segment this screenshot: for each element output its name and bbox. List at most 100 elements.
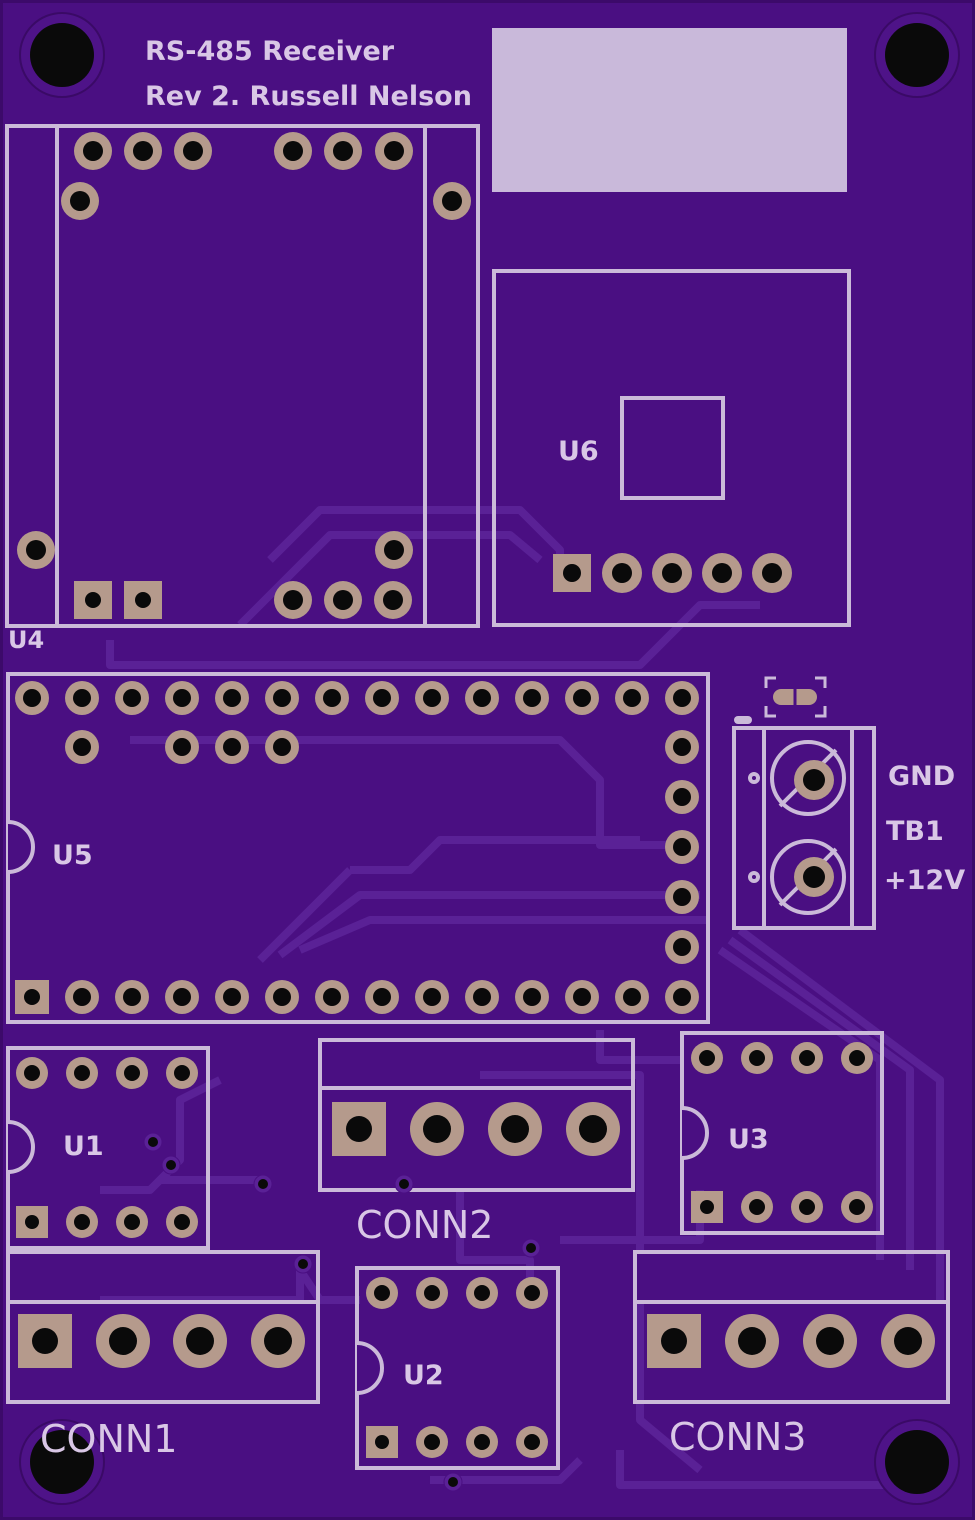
conn2-pad-square: [332, 1102, 386, 1156]
conn3-pad-square: [647, 1314, 701, 1368]
u3-label: U3: [728, 1124, 769, 1155]
u4-pad: [61, 182, 99, 220]
u5-pad: [415, 980, 449, 1014]
tb1-gnd-label: GND: [888, 761, 955, 792]
u5-pad: [215, 980, 249, 1014]
u5-pad: [665, 780, 699, 814]
u5-notch: [7, 820, 35, 874]
u5-pad: [465, 980, 499, 1014]
tb1-footprint: [732, 726, 876, 930]
u5-pad: [265, 980, 299, 1014]
tb1-label: TB1: [886, 816, 944, 847]
u5-pad: [65, 681, 99, 715]
u5-pad: [165, 730, 199, 764]
u4-pad: [433, 182, 471, 220]
u3-notch: [681, 1106, 709, 1160]
u2-pad: [366, 1277, 398, 1309]
capacitor-footprint: [764, 676, 827, 718]
u5-pad: [15, 681, 49, 715]
u5-pad: [265, 730, 299, 764]
pads: [15, 132, 935, 1458]
silkscreen-label-area: [492, 28, 847, 192]
u5-pad: [665, 830, 699, 864]
u1-pad: [116, 1206, 148, 1238]
vias: [143, 1132, 541, 1492]
u6-pad: [702, 553, 742, 593]
u1-pad: [166, 1206, 198, 1238]
u2-label: U2: [403, 1360, 444, 1391]
u5-pad: [165, 980, 199, 1014]
u5-pad: [665, 681, 699, 715]
u4-pad-square: [124, 581, 162, 619]
u4-pad: [17, 531, 55, 569]
u5-pad: [315, 980, 349, 1014]
tb1-pad: [794, 760, 834, 800]
u5-pad: [565, 980, 599, 1014]
u5-pad: [615, 681, 649, 715]
conn2-pad: [488, 1102, 542, 1156]
u6-pad: [602, 553, 642, 593]
conn3-pad: [803, 1314, 857, 1368]
u5-pad: [215, 681, 249, 715]
mounting-holes: [19, 12, 960, 1505]
u2-pad-square: [366, 1426, 398, 1458]
conn1-pad-square: [18, 1314, 72, 1368]
u5-pad: [615, 980, 649, 1014]
u5-pad: [415, 681, 449, 715]
u5-pad: [365, 681, 399, 715]
u6-pad: [752, 553, 792, 593]
u5-pad: [665, 930, 699, 964]
u5-pad: [515, 980, 549, 1014]
u5-pad-square: [15, 980, 49, 1014]
u3-pad-square: [691, 1191, 723, 1223]
u5-pad: [215, 730, 249, 764]
u5-pad: [65, 730, 99, 764]
u1-pad: [66, 1206, 98, 1238]
u2-pad: [466, 1426, 498, 1458]
u1-pad: [166, 1057, 198, 1089]
conn2-pad: [410, 1102, 464, 1156]
u2-notch: [356, 1341, 384, 1395]
board-revision: Rev 2. Russell Nelson: [145, 81, 472, 112]
board-surface: [3, 3, 972, 1517]
u5-pad: [565, 681, 599, 715]
u3-pad: [741, 1191, 773, 1223]
u5-pad: [115, 681, 149, 715]
u4-pad: [124, 132, 162, 170]
u5-pad: [665, 980, 699, 1014]
u5-label: U5: [52, 840, 93, 871]
u2-pad: [416, 1277, 448, 1309]
u5-pad: [315, 681, 349, 715]
u3-pad: [791, 1042, 823, 1074]
u1-pad: [116, 1057, 148, 1089]
u2-pad: [466, 1277, 498, 1309]
conn2-pad: [566, 1102, 620, 1156]
u1-pad: [16, 1057, 48, 1089]
tb1-12v-label: +12V: [884, 865, 965, 896]
u5-pad: [665, 880, 699, 914]
u2-pad: [416, 1426, 448, 1458]
u4-pad: [274, 132, 312, 170]
u6-pad: [652, 553, 692, 593]
u1-label: U1: [63, 1131, 104, 1162]
u4-pad: [324, 581, 362, 619]
conn3-pad: [725, 1314, 779, 1368]
u5-pad: [365, 980, 399, 1014]
u1-pad-square: [16, 1206, 48, 1238]
conn3-footprint: [633, 1250, 950, 1404]
u2-pad: [516, 1277, 548, 1309]
u3-pad: [841, 1191, 873, 1223]
conn1-label: CONN1: [40, 1417, 177, 1461]
conn1-pad: [251, 1314, 305, 1368]
u4-footprint: [5, 124, 480, 628]
u5-pad: [165, 681, 199, 715]
conn1-pad: [96, 1314, 150, 1368]
u4-pad: [74, 132, 112, 170]
u5-pad: [665, 730, 699, 764]
u3-pad: [791, 1191, 823, 1223]
u6-label: U6: [558, 436, 599, 467]
u6-footprint: [492, 269, 851, 627]
u4-pad: [375, 132, 413, 170]
conn1-footprint: [6, 1250, 320, 1404]
board-title: RS-485 Receiver: [145, 36, 395, 67]
